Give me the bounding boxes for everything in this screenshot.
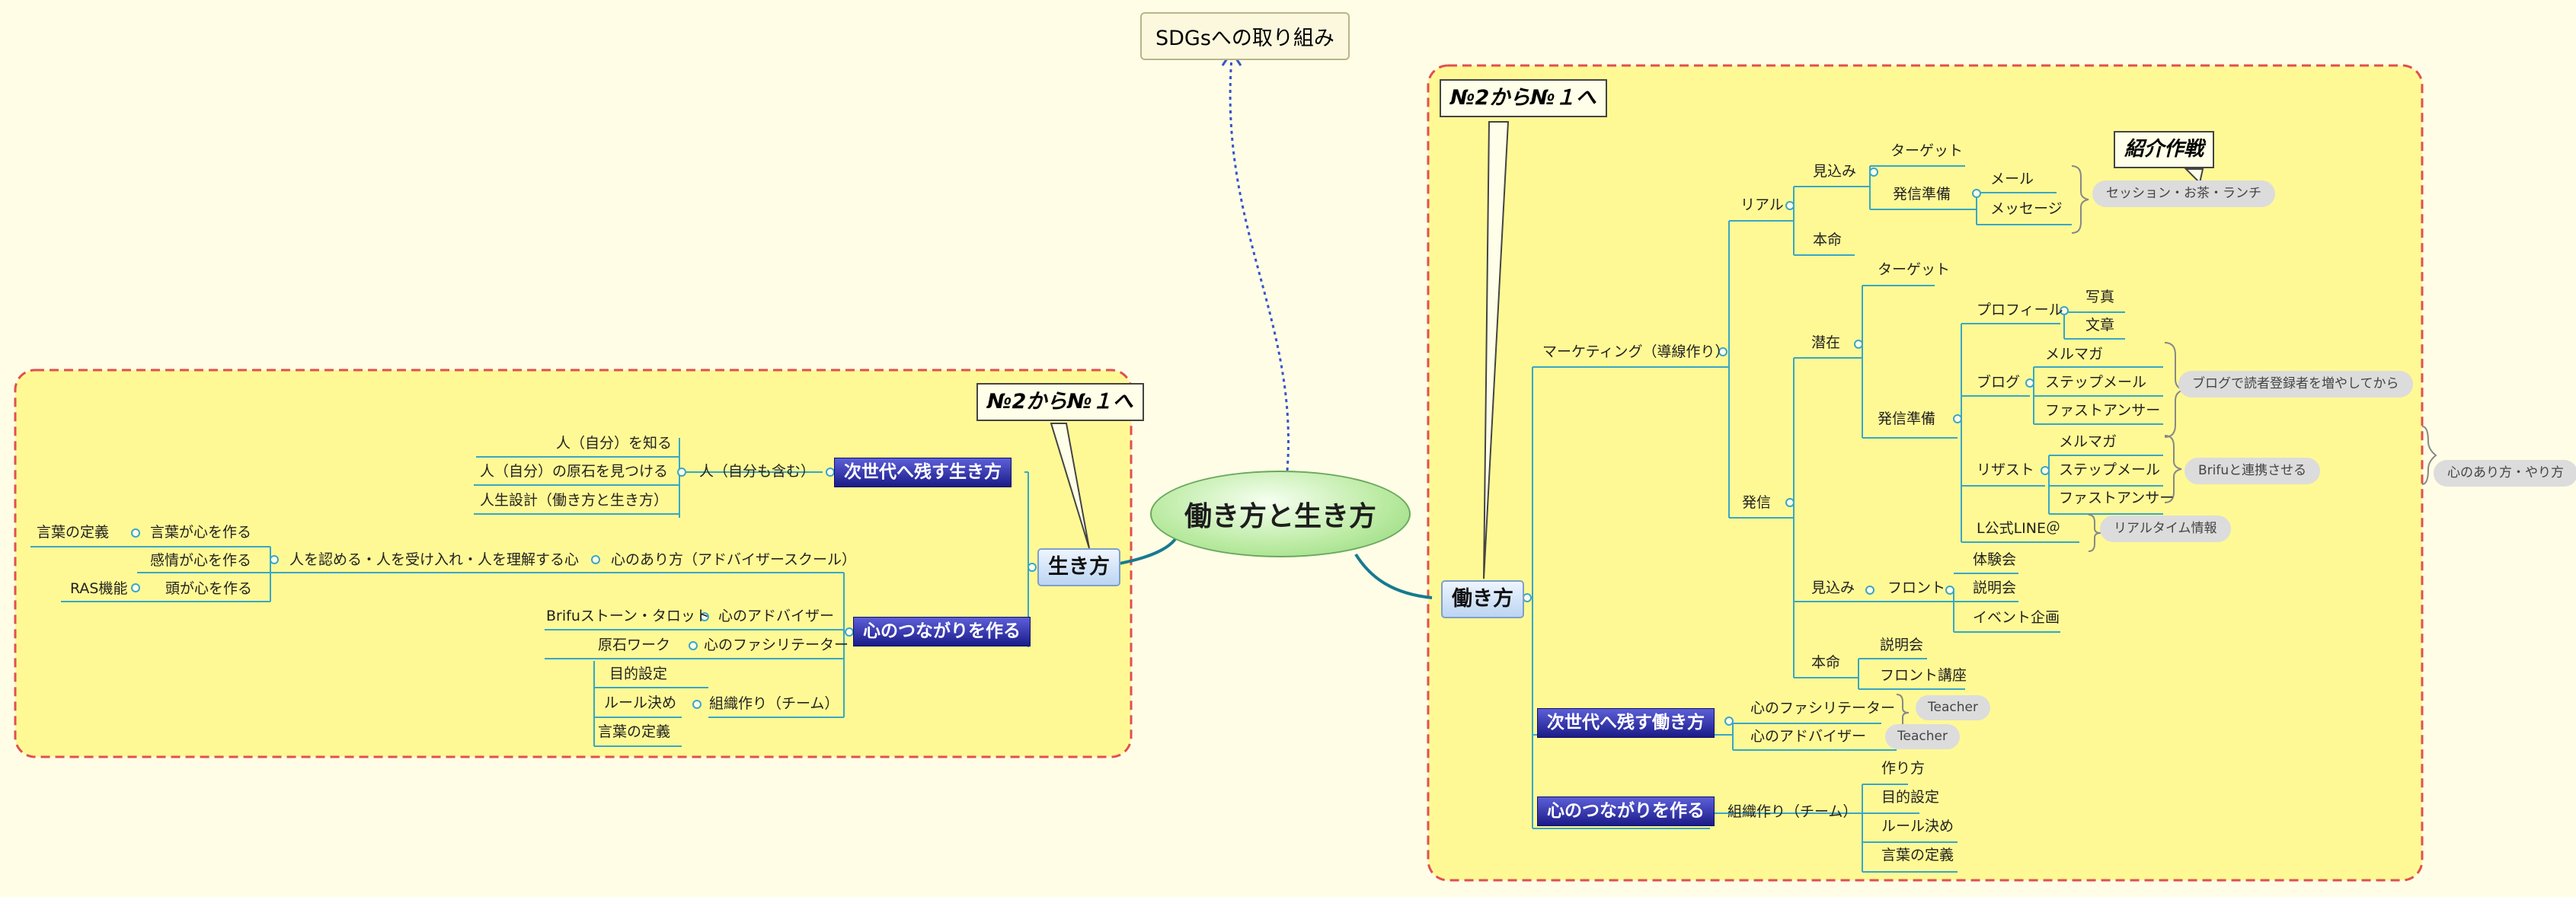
left-next-gen-sub[interactable]: 人（自分も含む）: [699, 463, 816, 480]
left-branch-next-gen[interactable]: 次世代へ残す生き方: [834, 458, 1012, 488]
right-real[interactable]: リアル: [1740, 196, 1784, 213]
left-team-item-1[interactable]: 目的設定: [609, 666, 668, 682]
left-team-item-2[interactable]: ルール決め: [604, 694, 677, 711]
right-blog-item-3[interactable]: ファストアンサー: [2045, 402, 2161, 419]
left-branch-kokoro[interactable]: 心のつながりを作る: [853, 617, 1031, 647]
left-root-ikikata[interactable]: 生き方: [1037, 548, 1120, 586]
right-teacher-pill-2[interactable]: Teacher: [1885, 724, 1960, 749]
central-to-sdgs-arrow: [1229, 57, 1290, 471]
right-real-prep[interactable]: 発信準備: [1893, 186, 1951, 203]
right-hasshin[interactable]: 発信: [1742, 494, 1772, 511]
right-branch-next-gen[interactable]: 次世代へ残す働き方: [1537, 708, 1715, 739]
left-facil-label[interactable]: 心のファシリテーター: [704, 637, 849, 653]
right-real-message[interactable]: メッセージ: [1990, 200, 2063, 217]
right-real-honmei[interactable]: 本命: [1813, 231, 1843, 248]
right-honmei-item-1[interactable]: 説明会: [1880, 637, 1924, 653]
left-heart-mid[interactable]: 人を認める・人を受け入れ・人を理解する心: [289, 551, 580, 568]
left-heart-row-2-b[interactable]: 感情が心を作る: [150, 552, 252, 569]
right-next-adviser[interactable]: 心のアドバイザー: [1750, 728, 1867, 745]
left-heart-row-3-b[interactable]: 頭が心を作る: [165, 580, 253, 597]
right-branch-kokoro[interactable]: 心のつながりを作る: [1537, 796, 1715, 827]
right-intro-callout[interactable]: 紹介作戦: [2114, 131, 2215, 168]
right-front[interactable]: フロント: [1887, 579, 1946, 596]
right-reserve-item-2[interactable]: ステップメール: [2059, 461, 2161, 478]
right-heart-item-4[interactable]: 言葉の定義: [1881, 847, 1954, 863]
left-next-gen-item-1[interactable]: 人（自分）を知る: [556, 435, 673, 452]
right-senzai-target[interactable]: ターゲット: [1878, 261, 1951, 278]
right-heart-item-1[interactable]: 作り方: [1881, 760, 1926, 777]
central-topic-label: 働き方と生き方: [1184, 501, 1376, 532]
left-callout[interactable]: №2から№１へ: [976, 383, 1144, 421]
left-team-item-3[interactable]: 言葉の定義: [598, 723, 671, 740]
left-facil-item[interactable]: 原石ワーク: [598, 637, 671, 653]
right-blog-pill[interactable]: ブログで読者登録者を増やしてから: [2178, 371, 2413, 397]
sdgs-node[interactable]: SDGsへの取り組み: [1140, 12, 1350, 60]
right-heart-item-2[interactable]: 目的設定: [1881, 789, 1940, 806]
right-reserve-pill[interactable]: Brifuと連携させる: [2184, 458, 2321, 484]
right-hasshin-mikomi[interactable]: 見込み: [1811, 579, 1855, 596]
right-real-pill[interactable]: セッション・お茶・ランチ: [2092, 180, 2275, 207]
right-line[interactable]: L公式LINE＠: [1977, 520, 2060, 537]
right-callout[interactable]: №2から№１へ: [1440, 79, 1607, 117]
left-heart-label[interactable]: 心のあり方（アドバイザースクール）: [611, 551, 857, 568]
right-photo[interactable]: 写真: [2085, 289, 2115, 305]
right-root-hatarakikata[interactable]: 働き方: [1441, 580, 1524, 618]
right-honmei-item-2[interactable]: フロント講座: [1880, 667, 1967, 684]
central-to-right-connector: [1354, 553, 1433, 599]
right-real-target[interactable]: ターゲット: [1890, 142, 1964, 159]
right-front-item-3[interactable]: イベント企画: [1973, 609, 2060, 626]
right-text[interactable]: 文章: [2085, 317, 2115, 334]
right-senzai[interactable]: 潜在: [1811, 334, 1841, 351]
right-blog[interactable]: ブログ: [1977, 374, 2021, 391]
left-adviser-item[interactable]: Brifuストーン・タロット: [546, 608, 710, 624]
right-reserve-item-1[interactable]: メルマガ: [2059, 433, 2117, 450]
left-adviser-label[interactable]: 心のアドバイザー: [718, 608, 835, 624]
right-reserve[interactable]: リザスト: [1977, 461, 2034, 478]
right-profile[interactable]: プロフィール: [1977, 302, 2063, 318]
right-heart-item-3[interactable]: ルール決め: [1881, 818, 1954, 835]
right-blog-item-2[interactable]: ステップメール: [2045, 374, 2147, 391]
right-blog-item-1[interactable]: メルマガ: [2045, 346, 2104, 362]
right-teacher-pill-1[interactable]: Teacher: [1916, 695, 1990, 720]
right-senzai-prep[interactable]: 発信準備: [1878, 410, 1936, 427]
right-marketing[interactable]: マーケティング（導線作り）: [1542, 343, 1730, 360]
right-heart-team[interactable]: 組織作り（チーム）: [1727, 803, 1858, 820]
right-front-item-1[interactable]: 体験会: [1973, 551, 2017, 568]
right-real-mikomi[interactable]: 見込み: [1813, 163, 1857, 180]
left-next-gen-item-2[interactable]: 人（自分）の原石を見つける: [480, 463, 669, 480]
left-heart-row-1-a[interactable]: 言葉の定義: [37, 524, 110, 541]
left-next-gen-item-3[interactable]: 人生設計（働き方と生き方）: [480, 492, 669, 509]
right-next-facil[interactable]: 心のファシリテーター: [1750, 700, 1896, 717]
right-boundary: [1427, 64, 2424, 882]
left-heart-row-1-b[interactable]: 言葉が心を作る: [150, 524, 252, 541]
central-topic[interactable]: 働き方と生き方: [1150, 471, 1411, 557]
left-heart-row-3-a[interactable]: RAS機能: [70, 580, 128, 597]
right-real-mail[interactable]: メール: [1990, 171, 2034, 187]
right-front-item-2[interactable]: 説明会: [1973, 579, 2017, 596]
left-team-label[interactable]: 組織作り（チーム）: [709, 695, 839, 712]
right-reserve-item-3[interactable]: ファストアンサー: [2059, 490, 2175, 506]
right-hasshin-honmei[interactable]: 本命: [1811, 654, 1841, 671]
right-line-pill[interactable]: リアルタイム情報: [2100, 516, 2231, 542]
right-outer-pill[interactable]: 心のあり方・やり方: [2434, 460, 2576, 487]
